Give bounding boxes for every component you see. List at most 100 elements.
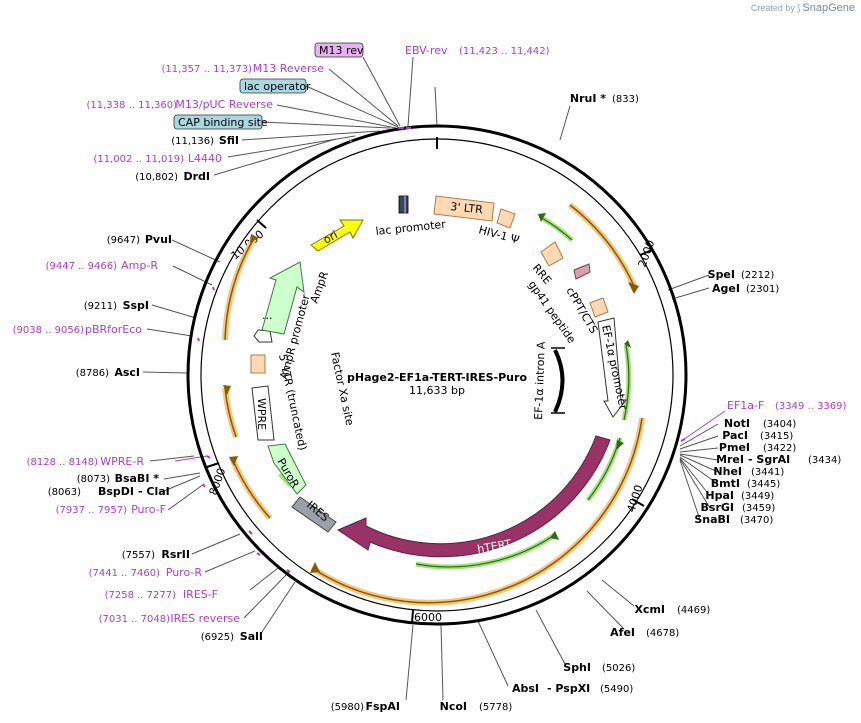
site-agei-name: AgeI bbox=[712, 282, 740, 295]
site-pmei-name: PmeI bbox=[719, 441, 750, 454]
site-nhei-name: NheI bbox=[713, 465, 742, 478]
wpre-feature bbox=[251, 385, 275, 441]
site-asci-pos: (8786) bbox=[76, 368, 109, 379]
primer-puro-f-name: Puro-F bbox=[131, 503, 166, 516]
site-sspi-pos: (9211) bbox=[84, 301, 117, 312]
site-hpai-name: HpaI bbox=[705, 489, 734, 502]
primer-labels: EBV-rev (11,423 .. 11,442) M13 Reverse (… bbox=[13, 44, 847, 625]
ef1a-intron-feature bbox=[553, 349, 565, 413]
site-clai-name: - ClaI bbox=[138, 485, 170, 498]
backbone-outer bbox=[186, 124, 688, 626]
site-snabi-name: SnaBI bbox=[694, 513, 730, 526]
site-bmti-pos: (3445) bbox=[747, 479, 780, 490]
site-drdi-name: DrdI bbox=[183, 170, 210, 183]
site-nhei-pos: (3441) bbox=[751, 467, 784, 478]
primer-ebv-rev-name: EBV-rev bbox=[405, 44, 448, 57]
site-noti-name: NotI bbox=[724, 417, 750, 430]
m13-rev-box bbox=[314, 42, 364, 58]
htert-label: hTERT bbox=[476, 537, 512, 556]
site-sfii-pos: (11,136) bbox=[171, 136, 214, 147]
rre-feature bbox=[540, 241, 564, 267]
site-sali-name: SalI bbox=[240, 630, 263, 643]
ef1a-intron-label: EF-1α intron A bbox=[532, 341, 548, 420]
site-drdi-pos: (10,802) bbox=[135, 172, 178, 183]
site-sgrai-name: - SgrAI bbox=[748, 453, 790, 466]
primer-ebv-rev-pos: (11,423 .. 11,442) bbox=[459, 46, 550, 57]
site-rsrii-name: RsrII bbox=[161, 548, 190, 561]
five-ltr-feature bbox=[250, 354, 266, 374]
primer-amp-r-pos: (9447 .. 9466) bbox=[46, 261, 118, 272]
primer-wpre-r-name: WPRE-R bbox=[100, 455, 144, 468]
primer-m13-reverse-pos: (11,357 .. 11,373) bbox=[162, 64, 253, 75]
credit-text: Created by bbox=[750, 3, 795, 13]
site-nrui-pos: (833) bbox=[612, 94, 639, 105]
site-bsabi-pos: (8073) bbox=[77, 474, 110, 485]
primer-m13puc-name: M13/pUC Reverse bbox=[175, 98, 273, 111]
site-paci-pos: (3415) bbox=[760, 431, 793, 442]
primer-marks bbox=[197, 127, 686, 573]
tick-label-4000: 4000 bbox=[624, 483, 645, 514]
site-pmei-pos: (3422) bbox=[763, 443, 796, 454]
site-hpai-pos: (3449) bbox=[741, 491, 774, 502]
cap-binding-box bbox=[173, 114, 263, 130]
primer-pbrforeco-name: pBRforEco bbox=[85, 323, 142, 336]
factor-xa-label: Factor Xa site bbox=[328, 351, 356, 427]
site-srei-name: MreI bbox=[716, 453, 744, 466]
tick-label-6000: 6000 bbox=[414, 611, 442, 624]
site-sfii-name: SfiI bbox=[219, 134, 239, 147]
site-sspi-name: SspI bbox=[123, 299, 149, 312]
orf-arcs bbox=[222, 202, 645, 606]
site-asci-name: AscI bbox=[114, 366, 140, 379]
primer-wpre-r-pos: (8128 .. 8148) bbox=[27, 457, 99, 468]
site-absi-name: AbsI bbox=[512, 682, 539, 695]
ampr-feature bbox=[261, 261, 305, 335]
puror-feature bbox=[267, 443, 307, 495]
htert-feature bbox=[336, 435, 611, 558]
ires-feature bbox=[291, 496, 337, 533]
hiv-psi-label: HIV-1 Ψ bbox=[477, 223, 521, 246]
primer-l4440-pos: (11,002 .. 11,019) bbox=[94, 154, 185, 165]
site-pspxi-pos: (5490) bbox=[600, 684, 633, 695]
restriction-sites: NruI * (833) SpeI (2212) AgeI (2301) Not… bbox=[48, 92, 842, 713]
plasmid-name: pHage2-EF1a-TERT-IRES-Puro bbox=[347, 371, 527, 384]
three-ltr-feature bbox=[433, 195, 495, 222]
primer-puro-r-name: Puro-R bbox=[166, 566, 203, 579]
site-xcmi-pos: (4469) bbox=[677, 605, 710, 616]
hiv-psi-feature bbox=[496, 208, 516, 229]
site-bsabi-name: BsaBI * bbox=[115, 472, 160, 485]
site-noti-pos: (3404) bbox=[763, 419, 796, 430]
credit: Created by ⟆ SnapGene bbox=[751, 2, 855, 14]
site-afei-pos: (4678) bbox=[646, 628, 679, 639]
site-bspdi-name: BspDI bbox=[98, 485, 134, 498]
ampr-label: AmpR bbox=[308, 269, 332, 305]
site-ncoi-pos: (5778) bbox=[479, 702, 512, 713]
site-bsrgi-name: BsrGI bbox=[701, 501, 734, 514]
m13-rev-label: M13 rev bbox=[319, 44, 364, 57]
primer-ires-reverse-name: IRES reverse bbox=[170, 612, 240, 625]
site-pvui-pos: (9647) bbox=[107, 235, 140, 246]
site-clai-name2: ClaI bbox=[146, 485, 169, 498]
ori-feature bbox=[310, 219, 364, 252]
site-snabi-pos: (3470) bbox=[740, 515, 773, 526]
site-xcmi-name: XcmI bbox=[634, 603, 665, 616]
site-afei-name: AfeI bbox=[610, 626, 635, 639]
primer-m13-reverse-name: M13 Reverse bbox=[253, 62, 324, 75]
green-arrowheads bbox=[538, 213, 631, 540]
tick-label-8000: 8000 bbox=[207, 466, 229, 497]
site-bmti-name: BmtI bbox=[711, 477, 740, 490]
lac-promoter-feature bbox=[398, 195, 409, 214]
site-bsrgi-pos: (3459) bbox=[742, 503, 775, 514]
primer-ires-f-pos: (7258 .. 7277) bbox=[105, 590, 177, 601]
primer-pbrforeco-pos: (9038 .. 9056) bbox=[13, 325, 85, 336]
cap-binding-label: CAP binding site bbox=[178, 116, 268, 129]
primer-ires-reverse-pos: (7031 .. 7048) bbox=[99, 614, 171, 625]
primer-l4440-name: L4440 bbox=[188, 152, 222, 165]
snapgene-logo-icon: ⟆ bbox=[796, 2, 801, 13]
site-sphi-name: SphI bbox=[563, 661, 591, 674]
lac-promoter-label: lac promoter bbox=[375, 218, 447, 238]
primer-puro-r-pos: (7441 .. 7460) bbox=[89, 568, 161, 579]
site-pvui-name: PvuI bbox=[145, 233, 172, 246]
site-rsrii-pos: (7557) bbox=[122, 550, 155, 561]
site-sali-pos: (6925) bbox=[201, 632, 234, 643]
site-sgrai-name2: SgrAI bbox=[756, 453, 790, 466]
